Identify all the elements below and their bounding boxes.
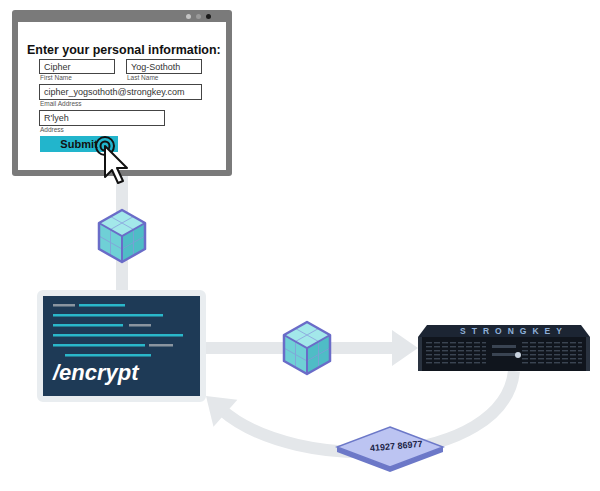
screen-command: /encrypt [53, 360, 139, 386]
server-vents [522, 342, 582, 366]
button-label: Submit [40, 138, 118, 150]
field-value: Yog-Sothoth [131, 62, 180, 72]
rack-ear [418, 337, 422, 371]
field-value: R'lyeh [44, 113, 69, 123]
code-line [53, 304, 75, 307]
code-line [149, 344, 173, 347]
code-line [53, 324, 123, 327]
field-caption: First Name [40, 74, 72, 81]
code-line [65, 354, 151, 357]
field-caption: Address [40, 126, 64, 133]
window-dot [196, 14, 201, 19]
server-vents [426, 342, 486, 366]
arrowhead [206, 396, 237, 427]
code-line [129, 324, 151, 327]
form-heading: Enter your personal information: [27, 43, 221, 57]
field-caption: Last Name [127, 74, 158, 81]
rack-ear [586, 337, 590, 371]
code-line [53, 344, 145, 347]
server-slot [492, 345, 516, 348]
encrypt-screen: /encrypt [37, 290, 206, 402]
input-field: Yog-SothothLast Name [126, 59, 202, 74]
code-line [53, 334, 183, 337]
strongkey-server: STRONGKEY [418, 325, 600, 371]
submit-button: Submit [40, 136, 118, 152]
server-slot [492, 353, 516, 356]
key-token: 41927 86977 [335, 425, 457, 473]
data-cube [284, 322, 330, 374]
data-cube [99, 210, 145, 262]
field-value: Cipher [44, 62, 71, 72]
input-field: cipher_yogsothoth@strongkey.comEmail Add… [39, 84, 202, 100]
input-field: R'lyehAddress [39, 110, 165, 126]
field-caption: Email Address [40, 100, 82, 107]
field-value: cipher_yogsothoth@strongkey.com [44, 87, 185, 97]
server-front [418, 337, 590, 371]
code-line [53, 314, 163, 317]
input-field: CipherFirst Name [39, 59, 115, 74]
server-brand: STRONGKEY [418, 326, 600, 336]
window-dot [206, 14, 211, 19]
power-led [515, 352, 521, 358]
arrowhead [392, 330, 418, 366]
code-line [79, 304, 125, 307]
window-dot [186, 14, 191, 19]
browser-window: Enter your personal information:CipherFi… [12, 10, 232, 176]
